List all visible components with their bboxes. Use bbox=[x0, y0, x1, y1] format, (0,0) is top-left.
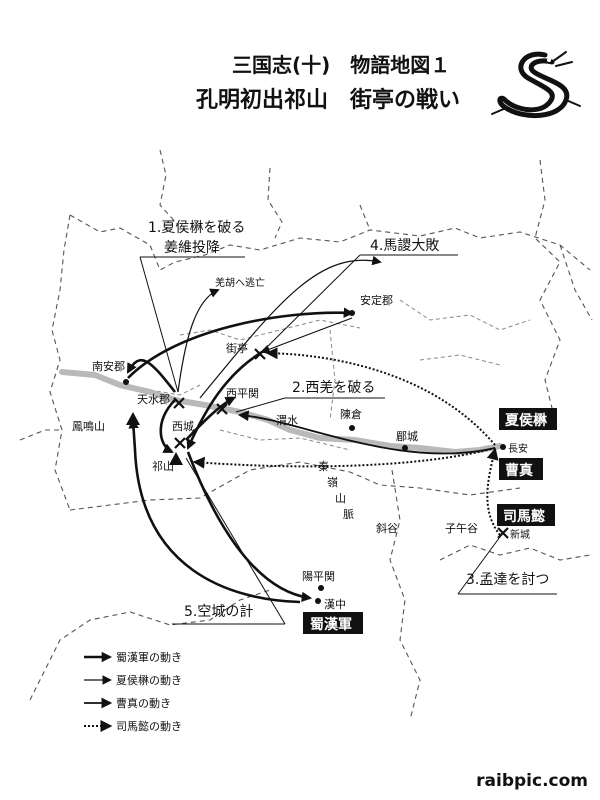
nananjun-dot bbox=[123, 379, 129, 385]
legend-label-caozhen: 曹真の動き bbox=[116, 696, 171, 710]
label-tensuijun: 天水郡 bbox=[137, 393, 170, 406]
choan-dot bbox=[500, 444, 506, 450]
routes bbox=[126, 255, 501, 604]
label-shigokoku: 子午谷 bbox=[445, 522, 478, 535]
label-bijo: 郿城 bbox=[396, 430, 418, 443]
battle-mark-xincheng bbox=[497, 527, 509, 539]
route-shu-tianshui-nanan bbox=[126, 359, 177, 393]
label-kanchu: 漢中 bbox=[324, 598, 346, 611]
route-shu-hanzhong-qishan bbox=[128, 417, 301, 604]
camp-fumeizan bbox=[126, 412, 140, 425]
event-3: 3.孟達を討つ bbox=[466, 572, 549, 588]
label-gaitei: 街亭 bbox=[226, 341, 248, 355]
camp-qishan bbox=[169, 452, 183, 465]
label-shinjo: 新城 bbox=[510, 528, 530, 541]
label-chinsou: 陳倉 bbox=[340, 407, 362, 421]
label-qinling-4: 脈 bbox=[343, 507, 354, 521]
markers bbox=[123, 310, 509, 604]
label-qinling-3: 山 bbox=[335, 492, 346, 505]
bijo-dot bbox=[402, 445, 408, 451]
title-block: 三国志(十) 物語地図１ 孔明初出祁山 街亭の戦い bbox=[196, 53, 460, 113]
battle-mark-gaitei bbox=[254, 348, 266, 360]
badge-soshin: 曹真 bbox=[505, 462, 533, 479]
label-weishui: 渭水 bbox=[276, 414, 298, 427]
label-kizan: 祁山 bbox=[152, 459, 174, 473]
yoheikan-dot bbox=[318, 585, 324, 591]
weishui-river bbox=[59, 369, 503, 455]
event-1-line2: 姜維投降 bbox=[164, 240, 220, 256]
badge-soshin-box bbox=[499, 458, 543, 480]
label-qinling-2: 嶺 bbox=[327, 476, 338, 489]
route-sima-gaitei bbox=[265, 347, 496, 446]
route-sima-qishan bbox=[192, 447, 496, 469]
dragon-illustration bbox=[491, 51, 581, 119]
place-labels: 南安郡 天水郡 鳳鳴山 西城 祁山 街亭 安定郡 西平関 渭水 陳倉 郿城 長安… bbox=[72, 276, 530, 611]
anteijun-dot bbox=[349, 310, 355, 316]
route-xiahou-changan-tianshui bbox=[199, 255, 382, 399]
legend: 蜀漢軍の動き 夏侯楙の動き 曹真の動き 司馬懿の動き bbox=[84, 650, 182, 733]
route-shu-xiping bbox=[185, 396, 236, 441]
event-4: 4.馬謖大敗 bbox=[370, 238, 439, 254]
label-anteijun: 安定郡 bbox=[360, 293, 393, 307]
legend-label-sima: 司馬懿の動き bbox=[116, 719, 182, 733]
sub-borders bbox=[149, 299, 531, 451]
badge-kakoumo: 夏侯楙 bbox=[505, 412, 548, 429]
event-1-line1: 1.夏侯楙を破る bbox=[148, 220, 245, 236]
legend-label-xiahou: 夏侯楙の動き bbox=[116, 673, 182, 687]
route-sima-xincheng bbox=[486, 447, 501, 536]
battle-mark-tianshui bbox=[173, 397, 185, 409]
kanchu-dot bbox=[315, 598, 321, 604]
event-5: 5.空城の計 bbox=[184, 604, 253, 620]
route-shu-qishan-hanzhong bbox=[186, 451, 313, 603]
label-fled: 羌胡へ逃亡 bbox=[215, 276, 265, 289]
label-seijo: 西城 bbox=[172, 420, 194, 433]
route-caozhen bbox=[237, 410, 496, 455]
badge-kakoumo-box bbox=[499, 408, 557, 430]
route-xiahou-anding-gaitei bbox=[260, 317, 353, 354]
label-yoheikan: 陽平関 bbox=[302, 570, 335, 583]
borders bbox=[19, 149, 593, 721]
badge-shibai: 司馬懿 bbox=[503, 508, 545, 525]
badge-shokukangun-box bbox=[303, 612, 363, 634]
badge-shibai-box bbox=[497, 504, 555, 526]
label-choan: 長安 bbox=[508, 442, 528, 455]
route-shu-xicheng bbox=[159, 399, 176, 454]
route-xiahou-to-qiang bbox=[177, 288, 220, 393]
label-shakoku: 斜谷 bbox=[376, 522, 398, 535]
badge-shokukangun: 蜀漢軍 bbox=[310, 616, 352, 633]
site-credit: raibpic.com bbox=[476, 771, 588, 791]
army-badges: 夏侯楙 曹真 司馬懿 蜀漢軍 bbox=[303, 408, 557, 634]
event-2: 2.西羌を破る bbox=[292, 380, 375, 396]
route-shu-gaitei-qishan bbox=[186, 350, 263, 450]
battle-mark-xiping bbox=[216, 403, 228, 415]
map-subtitle: 孔明初出祁山 街亭の戦い bbox=[196, 87, 460, 113]
legend-label-shu: 蜀漢軍の動き bbox=[116, 650, 182, 664]
battle-mark-xicheng bbox=[174, 437, 186, 449]
label-qinling-1: 秦 bbox=[318, 459, 329, 473]
label-nananjun: 南安郡 bbox=[92, 359, 125, 373]
label-fumeizan: 鳳鳴山 bbox=[72, 419, 105, 433]
label-seiheikan: 西平関 bbox=[226, 387, 259, 400]
map-title: 三国志(十) 物語地図１ bbox=[232, 53, 450, 77]
chinsou-dot bbox=[349, 425, 355, 431]
